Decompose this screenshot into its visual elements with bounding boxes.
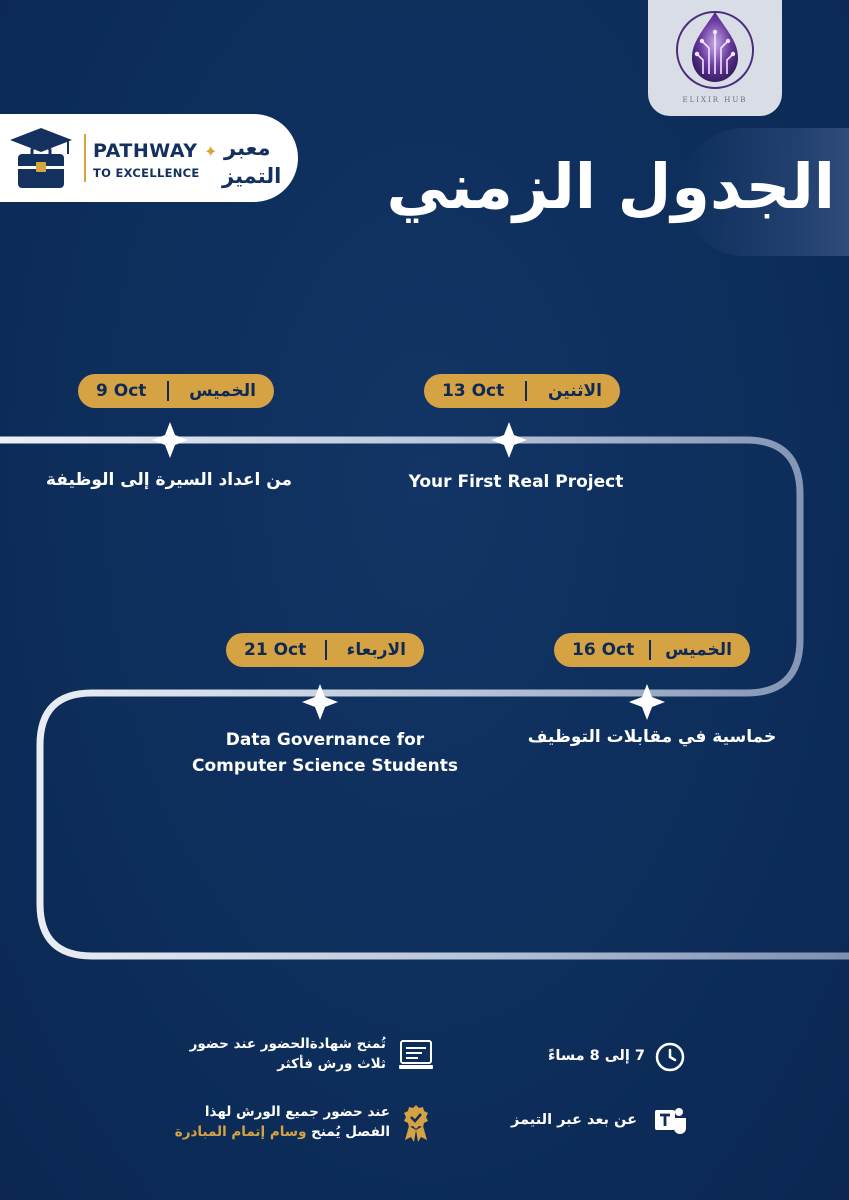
event-title: Data Governance for Computer Science Stu…	[180, 727, 470, 779]
hub-logo-icon	[676, 11, 754, 89]
elixir-hub-badge: ELIXIR HUB	[648, 0, 782, 116]
certificate-line: تُمنح شهادةالحضور عند حضور	[189, 1036, 386, 1052]
event-title: Your First Real Project	[408, 472, 624, 492]
pathway-divider	[84, 134, 86, 182]
event-day: الخميس	[189, 381, 256, 401]
pathway-logo: PATHWAY TO EXCELLENCE ✦ معبر التميز	[0, 114, 298, 202]
clock-icon	[655, 1042, 685, 1072]
pill-separator	[648, 640, 651, 660]
event-date: 16 Oct	[572, 640, 635, 660]
badge-award-text: وسام إتمام المبادرة	[174, 1124, 307, 1140]
medal-icon	[404, 1105, 428, 1142]
pathway-en-subtitle: TO EXCELLENCE	[93, 166, 200, 180]
event-date: 9 Oct	[96, 381, 147, 401]
star-marker-icon	[152, 422, 665, 720]
event-date-pill: 16 Oct الخميس	[554, 633, 750, 667]
time-info: 7 إلى 8 مساءً	[547, 1048, 645, 1064]
pathway-en-title: PATHWAY	[93, 140, 198, 162]
badge-text: الفصل يُمنح	[306, 1124, 390, 1140]
pill-separator	[525, 381, 528, 401]
event-day: الاربعاء	[346, 640, 406, 660]
certificate-info: تُمنح شهادةالحضور عند حضور ثلاث ورش فأكث…	[190, 1034, 386, 1074]
hub-name: ELIXIR HUB	[682, 96, 748, 104]
badge-line: عند حضور جميع الورش لهذا	[204, 1104, 390, 1120]
event-date-pill: 13 Oct الاثنين	[424, 374, 620, 408]
pill-separator	[325, 640, 328, 660]
event-title-line: Computer Science Students	[192, 756, 458, 776]
pathway-ar-subtitle: التميز	[222, 164, 282, 188]
sparkle-icon: ✦	[204, 142, 218, 161]
graduation-cap-icon	[10, 128, 72, 188]
certificate-icon	[399, 1040, 433, 1069]
event-date-pill: 21 Oct الاربعاء	[226, 633, 424, 667]
event-date-pill: 9 Oct الخميس	[78, 374, 274, 408]
certificate-line: ثلاث ورش فأكثر	[277, 1056, 386, 1072]
event-title: من اعداد السيرة إلى الوظيفة	[45, 470, 293, 490]
teams-icon	[655, 1108, 686, 1134]
event-date: 21 Oct	[244, 640, 307, 660]
pill-separator	[166, 381, 169, 401]
badge-info: عند حضور جميع الورش لهذا الفصل يُمنح وسا…	[175, 1102, 390, 1142]
event-title: خماسية في مقابلات التوظيف	[527, 727, 777, 747]
title-glow	[680, 128, 849, 256]
pathway-ar-title: معبر	[224, 136, 271, 160]
page-title: الجدول الزمني	[386, 150, 835, 223]
badge-line: الفصل يُمنح وسام إتمام المبادرة	[175, 1122, 390, 1142]
event-date: 13 Oct	[442, 381, 505, 401]
event-day: الخميس	[665, 640, 732, 660]
location-info: عن بعد عبر التيمز	[511, 1112, 637, 1128]
event-title-line: Data Governance for	[225, 730, 425, 750]
event-day: الاثنين	[547, 381, 602, 401]
